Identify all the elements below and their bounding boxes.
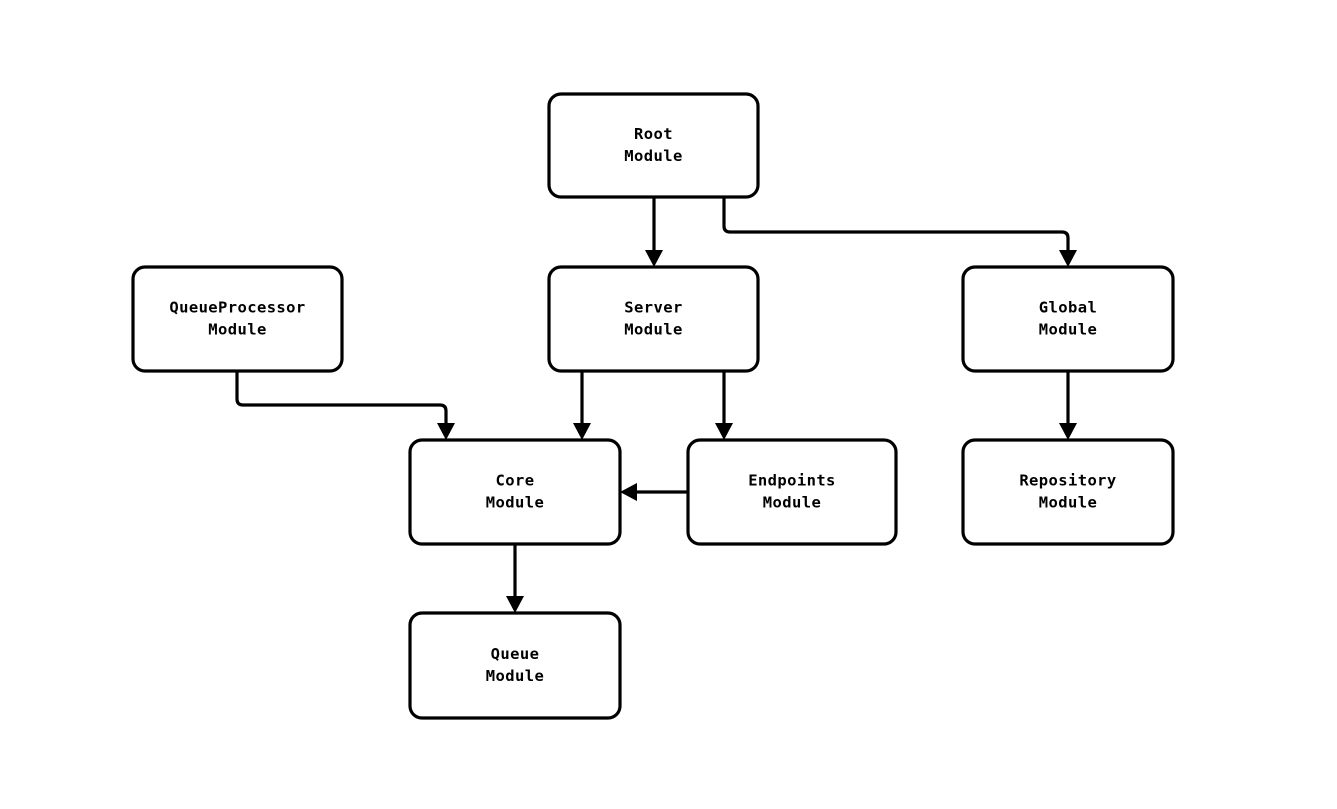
edge-server-to-endpoints <box>715 371 733 440</box>
edges-layer <box>235 197 1077 613</box>
arrowhead-icon <box>1059 423 1077 440</box>
nodes-layer: RootModuleQueueProcessorModuleServerModu… <box>131 92 1175 720</box>
arrowhead-icon <box>437 423 455 440</box>
node-label-secondary: Module <box>1039 321 1097 339</box>
node-label-primary: Repository <box>1019 472 1116 490</box>
node-label-primary: Core <box>496 472 535 490</box>
node-label-secondary: Module <box>486 494 544 512</box>
arrowhead-icon <box>645 250 663 267</box>
node-label-secondary: Module <box>208 321 266 339</box>
arrowhead-icon <box>506 596 524 613</box>
node-label-primary: QueueProcessor <box>169 299 305 317</box>
node-label-secondary: Module <box>624 321 682 339</box>
edge-core-to-queue <box>506 544 524 613</box>
node-label-primary: Queue <box>491 645 540 663</box>
edge-root-to-server <box>645 197 663 267</box>
node-label-secondary: Module <box>624 147 682 165</box>
edge-endpoints-to-core <box>620 483 688 501</box>
node-label-primary: Endpoints <box>748 472 836 490</box>
arrowhead-icon <box>715 423 733 440</box>
arrowhead-icon <box>573 423 591 440</box>
node-label-primary: Root <box>634 125 673 143</box>
node-label-secondary: Module <box>763 494 821 512</box>
edge-root-to-global <box>722 197 1077 267</box>
node-label-secondary: Module <box>1039 494 1097 512</box>
node-label-secondary: Module <box>486 667 544 685</box>
node-label-primary: Server <box>624 299 682 317</box>
node-label-primary: Global <box>1039 299 1097 317</box>
arrowhead-icon <box>620 483 637 501</box>
edge-server-to-core <box>573 371 591 440</box>
edge-global-to-repository <box>1059 371 1077 440</box>
edge-queueprocessor-to-core <box>235 371 455 440</box>
arrowhead-icon <box>1059 250 1077 267</box>
